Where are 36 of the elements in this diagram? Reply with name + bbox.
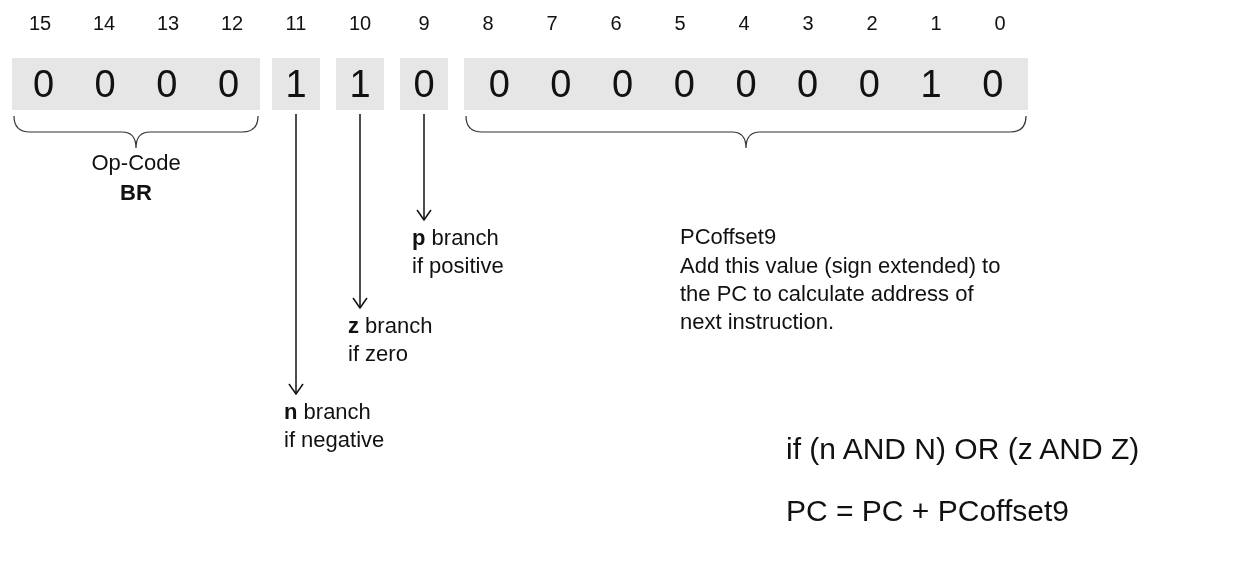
flag-name: n branch — [284, 398, 372, 426]
bit-field: 1 — [272, 58, 320, 110]
bit-number: 12 — [221, 12, 244, 35]
bit-field: 1 — [336, 58, 384, 110]
bit-number: 11 — [285, 12, 307, 35]
arrow — [288, 113, 304, 395]
bit-number: 3 — [802, 12, 814, 35]
arrow — [352, 113, 368, 309]
bit-number: 2 — [866, 12, 878, 35]
formula-text: PC = PC + PCoffset9 — [786, 494, 1069, 528]
field-name: Op-Code — [91, 150, 181, 176]
flag-name: z branch — [348, 312, 433, 340]
flag-name: p branch — [412, 224, 500, 252]
opcode-name: BR — [120, 180, 152, 206]
bit-field: 0 — [400, 58, 448, 110]
field-description: Add this value (sign extended) to the PC to calculate address of next instruction. — [680, 252, 1002, 336]
bit-number: 6 — [610, 12, 622, 35]
bit-number: 15 — [29, 12, 52, 35]
bit-number: 4 — [738, 12, 750, 35]
bit-number: 1 — [930, 12, 942, 35]
flag-description: if negative — [284, 426, 385, 454]
bit-number: 7 — [546, 12, 558, 35]
bit-number: 14 — [93, 12, 116, 35]
bit-number: 8 — [482, 12, 494, 35]
bit-field: 0 0 0 0 0 0 0 1 0 — [464, 58, 1028, 110]
bit-field: 0 0 0 0 — [12, 58, 260, 110]
flag-description: if zero — [348, 340, 409, 368]
bit-number: 0 — [994, 12, 1006, 35]
condition-text: if (n AND N) OR (z AND Z) — [786, 432, 1140, 466]
bit-number: 9 — [418, 12, 430, 35]
bit-number: 13 — [157, 12, 180, 35]
flag-description: if positive — [412, 252, 504, 280]
arrow — [416, 113, 432, 221]
bit-number: 10 — [349, 12, 372, 35]
field-name: PCoffset9 — [680, 224, 777, 250]
bit-number: 5 — [674, 12, 686, 35]
